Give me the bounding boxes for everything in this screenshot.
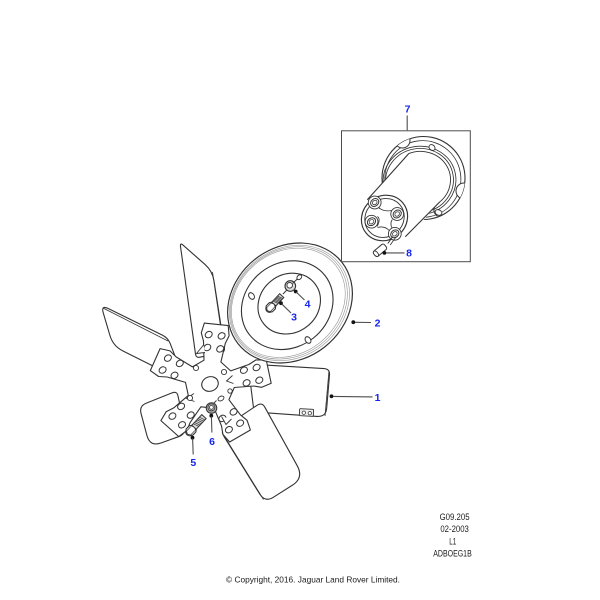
svg-text:G09.205: G09.205	[440, 512, 470, 522]
svg-text:3: 3	[291, 311, 297, 323]
svg-text:ADBOEG1B: ADBOEG1B	[433, 549, 472, 559]
svg-text:© Copyright, 2016. Jaguar Land: © Copyright, 2016. Jaguar Land Rover Lim…	[226, 575, 400, 585]
svg-text:1: 1	[375, 392, 381, 404]
svg-text:02-2003: 02-2003	[440, 524, 469, 534]
svg-text:L1: L1	[449, 536, 456, 546]
svg-text:7: 7	[405, 104, 411, 116]
svg-text:5: 5	[190, 457, 196, 469]
svg-text:8: 8	[406, 247, 412, 259]
svg-text:2: 2	[375, 317, 381, 329]
svg-text:6: 6	[209, 436, 215, 448]
svg-text:4: 4	[305, 298, 311, 310]
